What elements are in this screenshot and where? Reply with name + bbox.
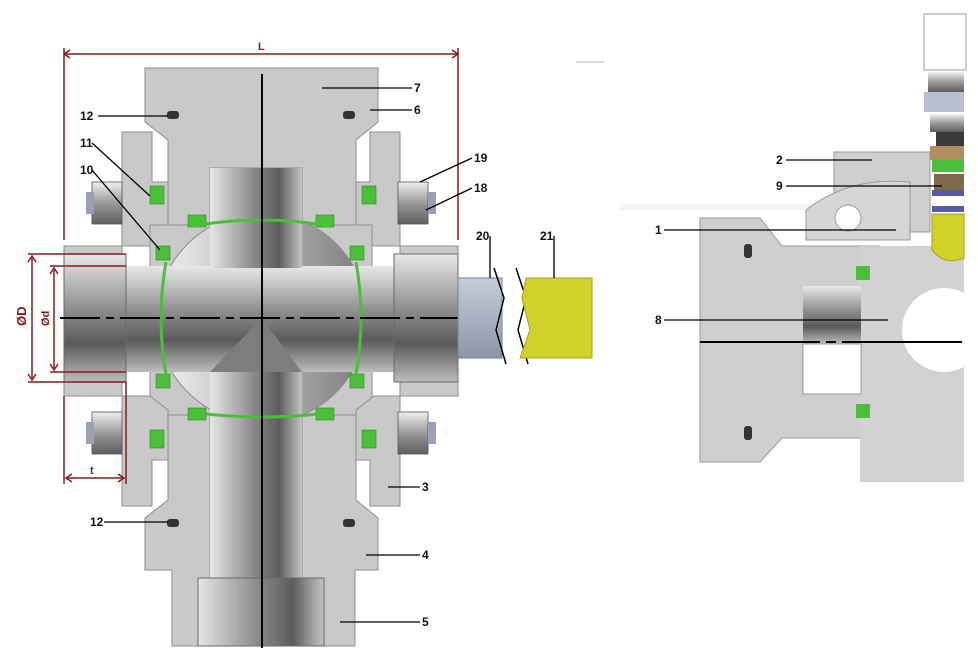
callout-8: 8 — [655, 313, 662, 327]
callout-3: 3 — [422, 480, 429, 494]
top-vertical-bore — [210, 168, 302, 268]
dimension-lines — [27, 48, 460, 484]
callout-5: 5 — [422, 615, 429, 629]
bolts — [86, 181, 436, 455]
callout-4: 4 — [422, 548, 429, 562]
dimension-inner-diameter-label: Ød — [40, 311, 52, 326]
callout-2: 2 — [776, 153, 783, 167]
tee-junction — [210, 318, 302, 372]
callout-18: 18 — [474, 181, 488, 195]
bottom-vertical-bore — [210, 372, 302, 578]
o-rings — [167, 111, 355, 527]
leader-lines — [91, 87, 942, 623]
break-line-right — [515, 267, 529, 365]
callout-20: 20 — [476, 229, 490, 243]
callout-10: 10 — [80, 163, 94, 177]
main-valve-section — [60, 67, 593, 648]
actuator-stem — [457, 277, 503, 359]
callout-7: 7 — [414, 81, 421, 95]
actuator-body — [519, 277, 593, 359]
callout-19: 19 — [474, 151, 488, 165]
callout-6: 6 — [414, 103, 421, 117]
callout-1: 1 — [655, 223, 662, 237]
callout-21: 21 — [540, 229, 554, 243]
callout-11: 11 — [80, 136, 93, 150]
callout-12-top: 12 — [80, 109, 94, 123]
break-line-left — [493, 267, 507, 365]
dimension-outer-diameter-label: ØD — [14, 307, 29, 327]
dimension-thickness-label: t — [90, 465, 94, 477]
callout-12-bottom: 12 — [90, 515, 104, 529]
callout-9: 9 — [776, 179, 783, 193]
dimension-length-label: L — [258, 41, 265, 53]
partial-section-view — [576, 13, 978, 482]
